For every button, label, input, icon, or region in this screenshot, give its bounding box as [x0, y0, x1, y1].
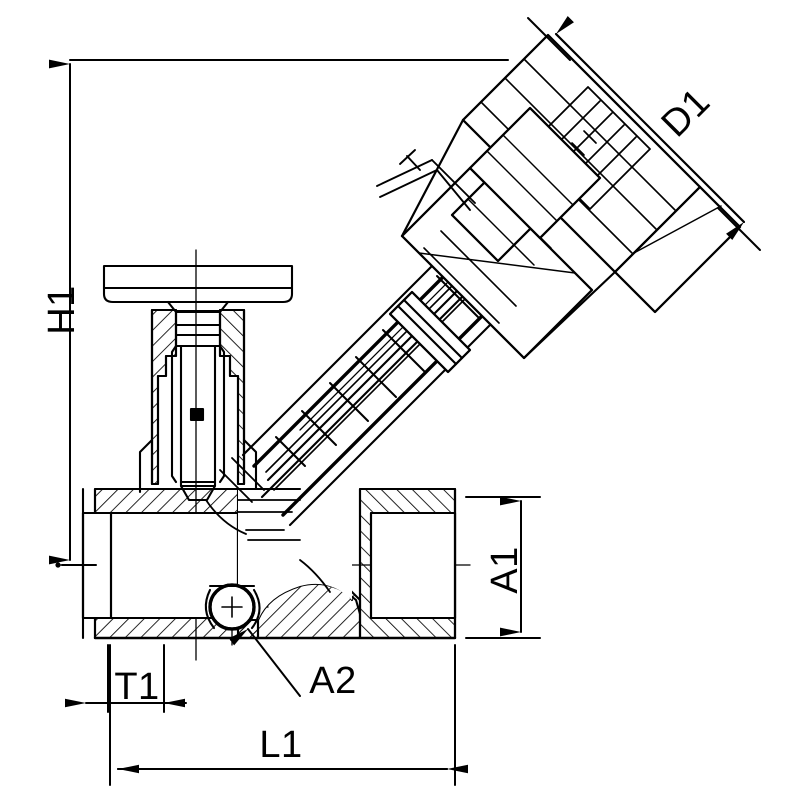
strainer-branch — [241, 33, 742, 527]
seat-detail — [205, 457, 331, 593]
dimension-label-A1: A1 — [484, 546, 526, 594]
handwheel — [102, 264, 294, 314]
dimension-label-H1: H1 — [41, 285, 83, 335]
dimension-T1 — [65, 644, 187, 713]
dimension-label-A2: A2 — [309, 660, 357, 702]
strainer-cap — [461, 33, 742, 314]
dimension-label-T1: T1 — [114, 666, 160, 708]
dimension-L1 — [109, 644, 468, 786]
dimension-A1 — [465, 496, 541, 639]
dimension-label-L1: L1 — [259, 724, 303, 766]
dimension-D1 — [527, 16, 761, 251]
stem-nut — [170, 309, 226, 484]
dimension-A2 — [228, 628, 301, 697]
dimension-H1 — [49, 59, 509, 568]
valve-stem — [179, 344, 217, 502]
